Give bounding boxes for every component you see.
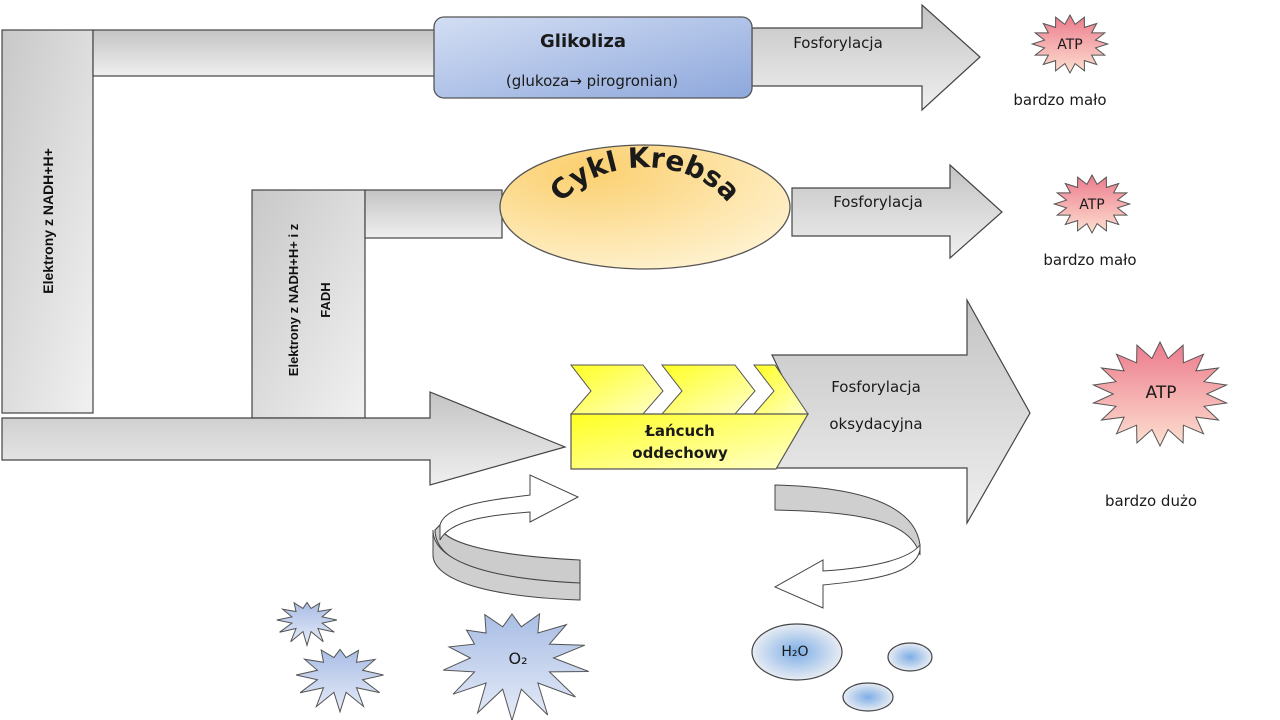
water-output-circular-arrow: [773, 484, 921, 609]
oxygen-star-large: [443, 612, 589, 720]
oxygen-molecules: O₂: [276, 601, 589, 720]
krebs-connector: [364, 189, 503, 239]
water-bubble-small-1: [887, 642, 933, 672]
oxygen-star-small: [276, 601, 338, 648]
nadh-fadh-electron-bar: Elektrony z NADH+H+ i z FADH: [251, 189, 366, 419]
nadh-electron-label: Elektrony z NADH+H+: [40, 148, 56, 293]
nadh-fadh-label-line1: Elektrony z NADH+H+ i z: [286, 223, 301, 376]
oxidative-label-line2: oksydacyjna: [829, 415, 922, 433]
oxidative-phosphorylation-arrow: Fosforylacja oksydacyjna: [771, 297, 1031, 526]
glycolysis-phosphorylation-arrow: Fosforylacja: [751, 3, 981, 112]
oxygen-label: O₂: [508, 649, 527, 668]
water-bubble-small-2: [842, 682, 894, 712]
chain-title-line1: Łańcuch: [644, 422, 715, 440]
glycolysis-box: Glikoliza (glukoza→ pirogronian): [433, 16, 753, 99]
chain-title-line2: oddechowy: [632, 444, 728, 462]
glycolysis-connector: [92, 29, 436, 77]
water-label: H₂O: [781, 644, 808, 660]
atp-label-krebs: ATP: [1079, 197, 1104, 213]
oxygen-star-medium: [295, 648, 384, 714]
nadh-fadh-label-line2: FADH: [318, 282, 333, 317]
atp-star-glycolysis: ATP bardzo mało: [1013, 13, 1110, 109]
glycolysis-subtitle: (glukoza→ pirogronian): [506, 72, 678, 90]
glycolysis-arrow-label: Fosforylacja: [793, 34, 883, 52]
krebs-arrow-label: Fosforylacja: [833, 193, 923, 211]
atp-star-chain: ATP bardzo dużo: [1091, 340, 1229, 510]
nadh-electron-bar: Elektrony z NADH+H+: [1, 29, 94, 414]
glycolysis-title: Glikoliza: [540, 31, 626, 52]
electron-flow-arrow: [1, 391, 567, 486]
atp-yield-krebs: bardzo mało: [1043, 251, 1136, 269]
atp-label-glycolysis: ATP: [1057, 37, 1082, 53]
respiratory-chain: Łańcuch oddechowy: [569, 364, 810, 470]
atp-yield-glycolysis: bardzo mało: [1013, 91, 1106, 109]
krebs-phosphorylation-arrow: Fosforylacja: [791, 163, 1003, 260]
atp-yield-chain: bardzo dużo: [1105, 492, 1197, 510]
water-molecules: H₂O: [751, 623, 933, 712]
atp-star-krebs: ATP bardzo mało: [1043, 173, 1137, 269]
water-bubble-large: [751, 623, 843, 681]
atp-label-chain: ATP: [1146, 383, 1177, 403]
oxygen-intake-circular-arrow: [432, 474, 581, 601]
krebs-cycle-ellipse: Cykl Krebsa: [499, 141, 791, 270]
oxidative-label-line1: Fosforylacja: [831, 378, 921, 396]
